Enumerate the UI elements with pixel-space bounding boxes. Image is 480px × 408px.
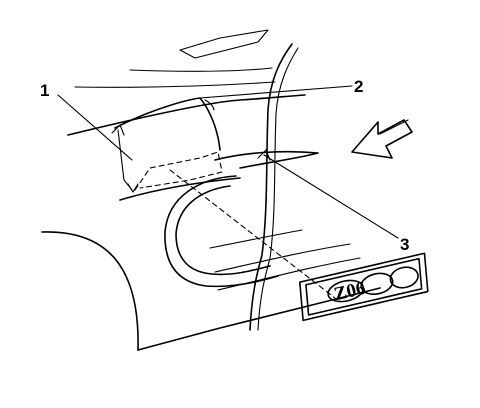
- rocker-line: [137, 229, 381, 351]
- quarter-panel: [67, 94, 319, 201]
- callout-2-label: 2: [354, 77, 363, 96]
- rear-window-outline: [74, 29, 276, 88]
- door-edge: [249, 43, 299, 331]
- callout-1-label: 1: [40, 81, 49, 100]
- side-scoop: [164, 175, 279, 288]
- callout-3-label: 3: [400, 235, 409, 254]
- emblem-text: Z06: [332, 278, 368, 306]
- z06-emblem: Z06: [298, 252, 429, 322]
- view-direction-arrow-icon: [351, 119, 413, 159]
- callout-1-leader: [57, 94, 139, 193]
- callout-2-shield: [114, 85, 353, 151]
- callout-3-leader: [257, 149, 399, 239]
- wheel-arch: [41, 231, 139, 351]
- emblem-location-outline: [134, 151, 336, 299]
